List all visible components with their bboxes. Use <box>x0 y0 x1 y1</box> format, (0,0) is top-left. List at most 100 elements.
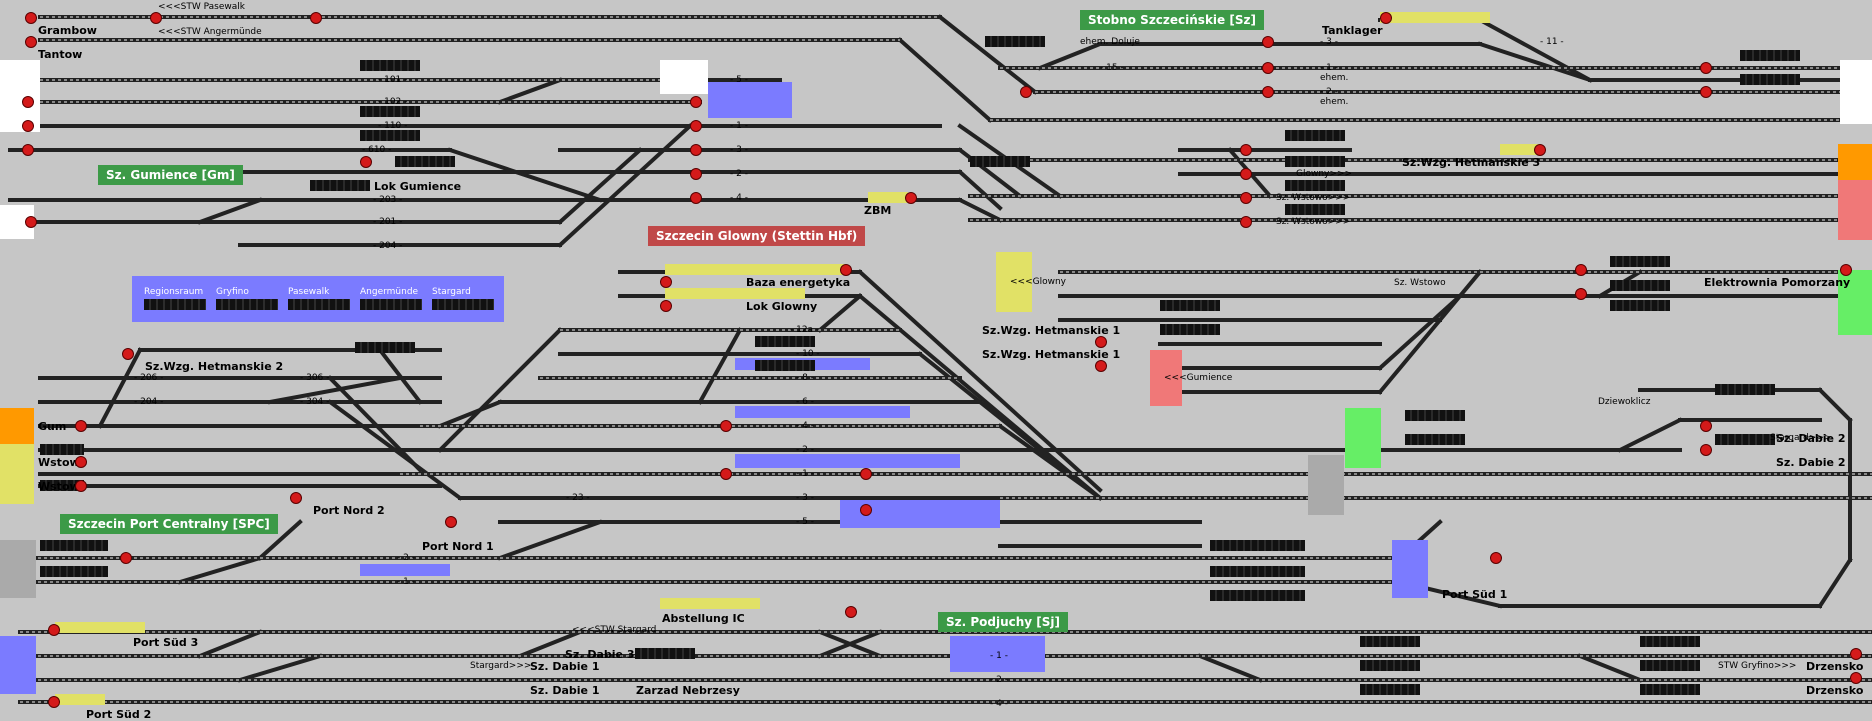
signal-light[interactable] <box>1380 12 1392 24</box>
label-lok-glowny: Lok Glowny <box>746 300 818 313</box>
signal-light[interactable] <box>1240 168 1252 180</box>
label-lok-gumience: Lok Gumience <box>374 180 462 193</box>
station-stobno: Stobno Szczecińskie [Sz] <box>1080 10 1264 30</box>
label-dabie-2b: Sz. Dabie 2 <box>1776 456 1846 469</box>
legend-regionsraum[interactable]: Regionsraum <box>144 287 206 310</box>
signal-light[interactable] <box>1240 216 1252 228</box>
track-m3: - 3 - <box>796 493 814 503</box>
direction-stw-angermunde[interactable]: <<<STW Angermünde <box>158 27 262 37</box>
signal-light[interactable] <box>690 168 702 180</box>
signal-light[interactable] <box>1490 552 1502 564</box>
legend-angermunde[interactable]: Angermünde <box>360 287 422 310</box>
signal-light[interactable] <box>150 12 162 24</box>
signal-light[interactable] <box>22 144 34 156</box>
signal-light[interactable] <box>1020 86 1032 98</box>
label-dabie-2a: Sz. Dabie 2 <box>1776 432 1846 445</box>
signal-light[interactable] <box>1262 86 1274 98</box>
signal-light[interactable] <box>660 276 672 288</box>
label-zarzad-nebrzesy: Zarzad Nebrzesy <box>636 684 740 697</box>
signal-light[interactable] <box>1240 192 1252 204</box>
signal-light[interactable] <box>290 492 302 504</box>
signal-light[interactable] <box>690 96 702 108</box>
signal-light[interactable] <box>75 456 87 468</box>
track-s3: - 3 - <box>1320 37 1338 47</box>
signal-light[interactable] <box>75 480 87 492</box>
label-drzensko-2: Drzensko <box>1806 684 1864 697</box>
track-m2: - 2 - <box>796 445 814 455</box>
signal-light[interactable] <box>1534 144 1546 156</box>
legend-stargard[interactable]: Stargard <box>432 287 494 310</box>
signal-light[interactable] <box>840 264 852 276</box>
track-s15: - 15 - <box>1100 63 1124 73</box>
direction-glowny-left[interactable]: <<<Glowny <box>1010 277 1066 287</box>
signal-light[interactable] <box>445 516 457 528</box>
label-hetmanskie-1a: Sz.Wzg. Hetmanskie 1 <box>982 324 1121 337</box>
signal-light[interactable] <box>75 420 87 432</box>
label-dabie-1b: Sz. Dabie 1 <box>530 684 600 697</box>
signal-light[interactable] <box>1575 288 1587 300</box>
signal-light[interactable] <box>845 606 857 618</box>
direction-stargard-right-1[interactable]: Stargard>>> <box>1770 433 1832 443</box>
direction-stargard-right-2[interactable]: Stargard>>> <box>470 661 532 671</box>
signal-light[interactable] <box>720 468 732 480</box>
signal-light[interactable] <box>660 300 672 312</box>
signal-light[interactable] <box>48 624 60 636</box>
signal-light[interactable] <box>1240 144 1252 156</box>
label-zbm: ZBM <box>864 204 892 217</box>
signal-light[interactable] <box>690 192 702 204</box>
track-g5: - 5 - <box>730 75 748 85</box>
legend-pasewalk[interactable]: Pasewalk <box>288 287 350 310</box>
direction-gumience-left[interactable]: <<<Gumience <box>1164 373 1233 383</box>
track-s2: - 2 - <box>1320 87 1338 97</box>
signal-light[interactable] <box>22 120 34 132</box>
signal-light[interactable] <box>720 420 732 432</box>
signal-light[interactable] <box>25 216 37 228</box>
signal-light[interactable] <box>1095 360 1107 372</box>
signal-light[interactable] <box>122 348 134 360</box>
signal-light[interactable] <box>48 696 60 708</box>
label-dziewoklicz: Dziewoklicz <box>1598 397 1651 407</box>
label-port-nord-1: Port Nord 1 <box>422 540 494 553</box>
signal-light[interactable] <box>860 468 872 480</box>
signal-light[interactable] <box>1850 672 1862 684</box>
legend-angermunde-label: Angermünde <box>360 287 419 297</box>
track-m5: - 5 - <box>796 517 814 527</box>
signal-light[interactable] <box>1262 36 1274 48</box>
signal-light[interactable] <box>1700 420 1712 432</box>
signal-light[interactable] <box>1840 264 1852 276</box>
label-wstowo-b: Wstowo <box>38 480 88 493</box>
direction-stw-pasewalk[interactable]: <<<STW Pasewalk <box>158 2 245 12</box>
signal-light[interactable] <box>1850 648 1862 660</box>
signal-light[interactable] <box>860 504 872 516</box>
direction-stw-stargard[interactable]: <<<STW Stargard <box>572 625 657 635</box>
track-m1: - 1 - <box>796 469 814 479</box>
signal-light[interactable] <box>310 12 322 24</box>
signal-light[interactable] <box>1700 444 1712 456</box>
direction-wstowo-right-2[interactable]: Sz. Wstowo>>> <box>1276 217 1351 227</box>
station-podjuchy: Sz. Podjuchy [Sj] <box>938 612 1069 632</box>
signal-light[interactable] <box>1262 62 1274 74</box>
track-h206: - 206 - <box>134 373 164 383</box>
direction-wstowo-right-1[interactable]: Sz. Wstowo>>> <box>1276 193 1351 203</box>
signal-light[interactable] <box>1700 86 1712 98</box>
signal-light[interactable] <box>22 96 34 108</box>
signal-light[interactable] <box>120 552 132 564</box>
signal-light[interactable] <box>690 144 702 156</box>
signal-light[interactable] <box>25 36 37 48</box>
track-m4: - 4 - <box>796 421 814 431</box>
signal-light[interactable] <box>25 12 37 24</box>
signal-light[interactable] <box>905 192 917 204</box>
direction-stw-gryfino[interactable]: STW Gryfino>>> <box>1718 661 1797 671</box>
track-204: - 204 - <box>373 241 403 251</box>
signal-light[interactable] <box>1700 62 1712 74</box>
track-m10: - 10 - <box>796 349 820 359</box>
track-m23: - 23 - <box>566 493 590 503</box>
legend-gryfino[interactable]: Gryfino <box>216 287 278 310</box>
signal-light[interactable] <box>1095 336 1107 348</box>
signal-light[interactable] <box>1575 264 1587 276</box>
signal-light[interactable] <box>360 156 372 168</box>
label-tantow: Tantow <box>38 48 83 61</box>
signal-light[interactable] <box>690 120 702 132</box>
label-wstowo-a: Wstowo <box>38 456 88 469</box>
direction-glowny-right[interactable]: Glowny>>> <box>1296 169 1352 179</box>
